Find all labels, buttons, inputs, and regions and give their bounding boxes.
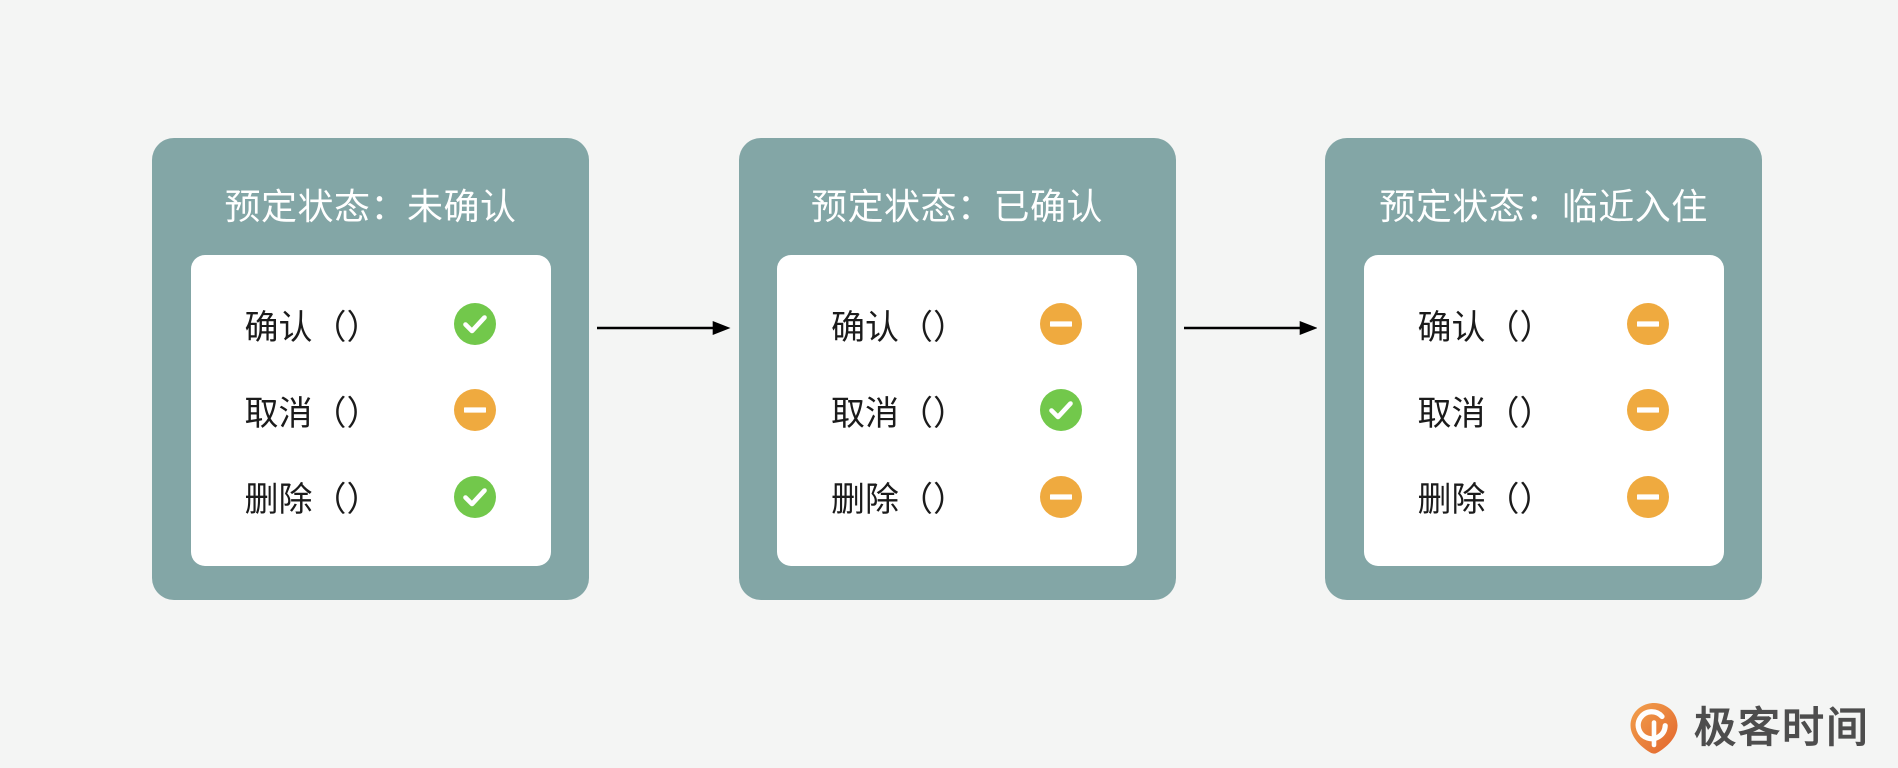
- watermark: 极客时间: [1626, 700, 1870, 756]
- operation-row: 删除（）: [1418, 469, 1670, 525]
- operation-row: 取消（）: [1418, 382, 1670, 438]
- operation-label: 确认（）: [244, 308, 381, 347]
- check-circle-icon: [453, 302, 497, 346]
- operation-label: 删除（）: [1417, 481, 1554, 520]
- operation-label: 确认（）: [1417, 308, 1554, 347]
- operation-row: 删除（）: [831, 469, 1083, 525]
- watermark-text: 极客时间: [1693, 704, 1870, 751]
- minus-circle-icon: [1626, 388, 1670, 432]
- minus-circle-icon: [1039, 302, 1083, 346]
- minus-circle-icon: [1626, 302, 1670, 346]
- operation-row: 取消（）: [245, 382, 497, 438]
- minus-circle-icon: [453, 388, 497, 432]
- operation-label: 确认（）: [831, 308, 967, 347]
- operation-label: 删除（）: [244, 481, 381, 520]
- minus-circle-icon: [1039, 475, 1083, 519]
- operation-row: 删除（）: [245, 469, 497, 525]
- operation-label: 取消（）: [1417, 394, 1554, 433]
- arrow-right-icon: [1183, 316, 1317, 340]
- state-card-title: 预定状态：已确认: [810, 186, 1103, 227]
- minus-circle-icon: [1626, 475, 1670, 519]
- operations-panel: 确认（） 取消（）: [777, 255, 1137, 566]
- check-circle-icon: [1039, 388, 1083, 432]
- operation-label: 删除（）: [831, 481, 967, 520]
- operation-label: 取消（）: [831, 394, 967, 433]
- arrow-right-icon: [597, 316, 731, 340]
- state-card-unconfirmed: 预定状态：未确认 确认（） 取消（）: [152, 138, 589, 600]
- operation-row: 确认（）: [831, 296, 1083, 352]
- operation-row: 确认（）: [1418, 296, 1670, 352]
- geekbang-pin-logo-icon: [1626, 700, 1682, 756]
- operation-row: 确认（）: [245, 296, 497, 352]
- operations-panel: 确认（） 取消（）: [190, 255, 551, 566]
- operation-row: 取消（）: [831, 382, 1083, 438]
- check-circle-icon: [453, 475, 497, 519]
- connector-gap: [589, 138, 739, 600]
- state-card-title: 预定状态：临近入住: [1379, 186, 1708, 227]
- operation-label: 取消（）: [244, 394, 381, 433]
- state-card-confirmed: 预定状态：已确认 确认（） 取消（）: [738, 138, 1176, 600]
- state-flow-row: 预定状态：未确认 确认（） 取消（）: [152, 138, 1762, 600]
- state-card-title: 预定状态：未确认: [224, 186, 517, 227]
- operations-panel: 确认（） 取消（）: [1363, 255, 1724, 566]
- connector-gap: [1176, 138, 1326, 600]
- state-card-near-checkin: 预定状态：临近入住 确认（） 取消（）: [1325, 138, 1762, 600]
